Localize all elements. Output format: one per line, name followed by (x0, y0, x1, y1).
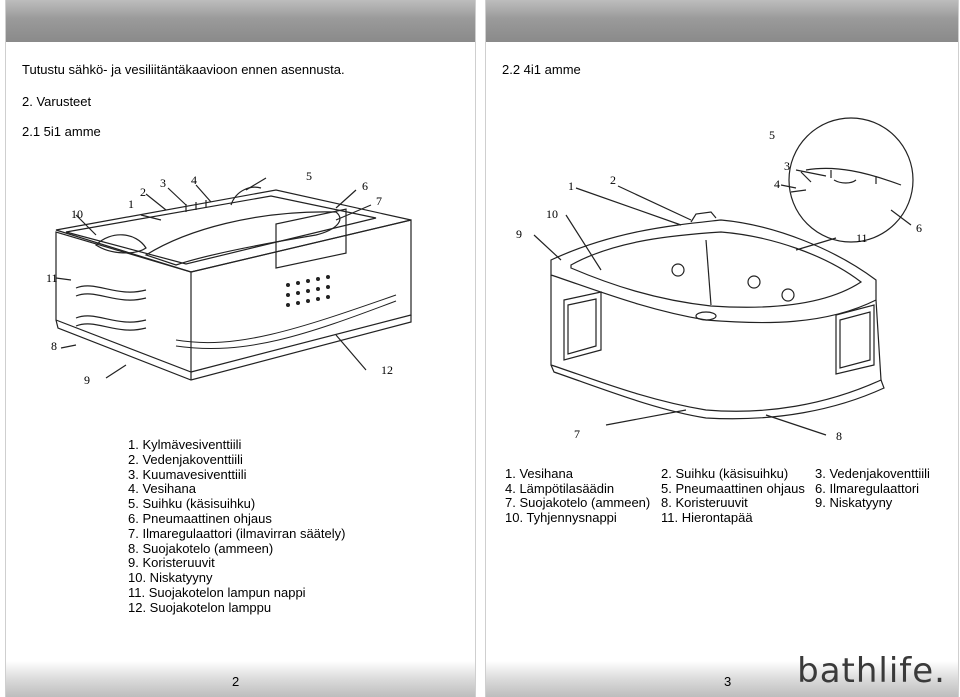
callout: 11 (856, 231, 868, 245)
right-page: 2.2 4i1 amme (485, 0, 959, 697)
section-heading: 2. Varusteet (22, 94, 92, 109)
callout: 8 (836, 429, 842, 443)
list-item: 6. Pneumaattinen ohjaus (128, 510, 272, 526)
table-cell: 4. Lämpötilasäädin (505, 480, 615, 496)
callout: 6 (916, 221, 922, 235)
callout: 12 (381, 363, 393, 377)
page-number-right: 3 (724, 674, 732, 689)
list-item: 8. Suojakotelo (ammeen) (128, 540, 274, 556)
table-cell: 5. Pneumaattinen ohjaus (661, 480, 805, 496)
parts-list-5i1: 1. Kylmävesiventtiili 2. Vedenjakoventti… (128, 437, 346, 616)
table-row: 7. Suojakotelo (ammeen) 8. Koristeruuvit… (505, 495, 955, 511)
list-item: 7. Ilmaregulaattori (ilmavirran säätely) (128, 525, 346, 541)
table-cell: 11. Hierontapää (661, 509, 753, 525)
list-item: 4. Vesihana (128, 481, 196, 497)
callout: 5 (769, 128, 775, 142)
intro-text: Tutustu sähkö- ja vesiliitäntäkaavioon e… (22, 62, 345, 77)
callout: 9 (516, 227, 522, 241)
table-cell: 3. Vedenjakoventtiili (815, 466, 930, 481)
table-row: 4. Lämpötilasäädin 5. Pneumaattinen ohja… (505, 480, 955, 497)
callout: 5 (306, 169, 312, 183)
list-item: 9. Koristeruuvit (128, 555, 215, 571)
right-header-bar (486, 0, 958, 42)
table-cell: 1. Vesihana (505, 466, 573, 481)
callout: 7 (574, 427, 580, 441)
diagram-callouts-4i1: 1 2 3 4 5 6 7 8 9 10 11 (516, 128, 922, 443)
list-item: 11. Suojakotelon lampun nappi (128, 584, 306, 600)
bathtub-4i1-diagram: 1 2 3 4 5 6 7 8 9 10 11 (516, 117, 922, 443)
callout: 3 (160, 176, 166, 190)
callout: 11 (46, 271, 58, 285)
callout: 3 (784, 159, 790, 173)
callout: 7 (376, 194, 382, 208)
callout: 6 (362, 179, 368, 193)
list-item: 5. Suihku (käsisuihku) (128, 496, 256, 512)
callout: 2 (610, 173, 616, 187)
table-row: 1. Vesihana 2. Suihku (käsisuihku) 3. Ve… (505, 466, 955, 482)
callout: 10 (71, 207, 83, 221)
table-cell (815, 511, 955, 526)
list-item: 1. Kylmävesiventtiili (128, 437, 242, 452)
list-item: 3. Kuumavesiventtiili (128, 466, 247, 482)
table-row: 10. Tyhjennysnappi 11. Hierontapää (505, 509, 955, 526)
table-cell: 6. Ilmaregulaattori (815, 480, 920, 496)
table-cell: 2. Suihku (käsisuihku) (661, 466, 789, 481)
diagram-callouts-5i1: 1 2 3 4 5 6 7 8 9 10 11 12 (46, 169, 393, 387)
bathlife-logo: bathlife. (797, 651, 946, 691)
left-footer-bar (6, 661, 475, 697)
table-cell: 10. Tyhjennysnappi (505, 509, 617, 525)
callout: 4 (774, 177, 780, 191)
subsection-heading-4i1: 2.2 4i1 amme (502, 62, 581, 77)
table-cell: 9. Niskatyyny (815, 495, 893, 510)
page-number-left: 2 (232, 674, 240, 689)
list-item: 10. Niskatyyny (128, 570, 213, 586)
left-header-bar (6, 0, 475, 42)
bathtub-5i1-diagram: 1 2 3 4 5 6 7 8 9 10 11 12 (46, 169, 412, 387)
list-item: 12. Suojakotelon lamppu (128, 599, 272, 615)
subsection-heading-5i1: 2.1 5i1 amme (22, 124, 101, 139)
callout: 2 (140, 185, 146, 199)
table-cell: 8. Koristeruuvit (661, 495, 748, 510)
list-item: 2. Vedenjakoventtiili (128, 451, 243, 467)
parts-table-4i1: 1. Vesihana 2. Suihku (käsisuihku) 3. Ve… (505, 466, 955, 526)
left-page: Tutustu sähkö- ja vesiliitäntäkaavioon e… (5, 0, 476, 697)
callout: 1 (568, 179, 574, 193)
callout: 9 (84, 373, 90, 387)
table-cell: 7. Suojakotelo (ammeen) (505, 495, 651, 510)
callout: 8 (51, 339, 57, 353)
right-footer-bar (486, 661, 958, 697)
callout: 1 (128, 197, 134, 211)
callout: 4 (191, 173, 197, 187)
callout: 10 (546, 207, 558, 221)
